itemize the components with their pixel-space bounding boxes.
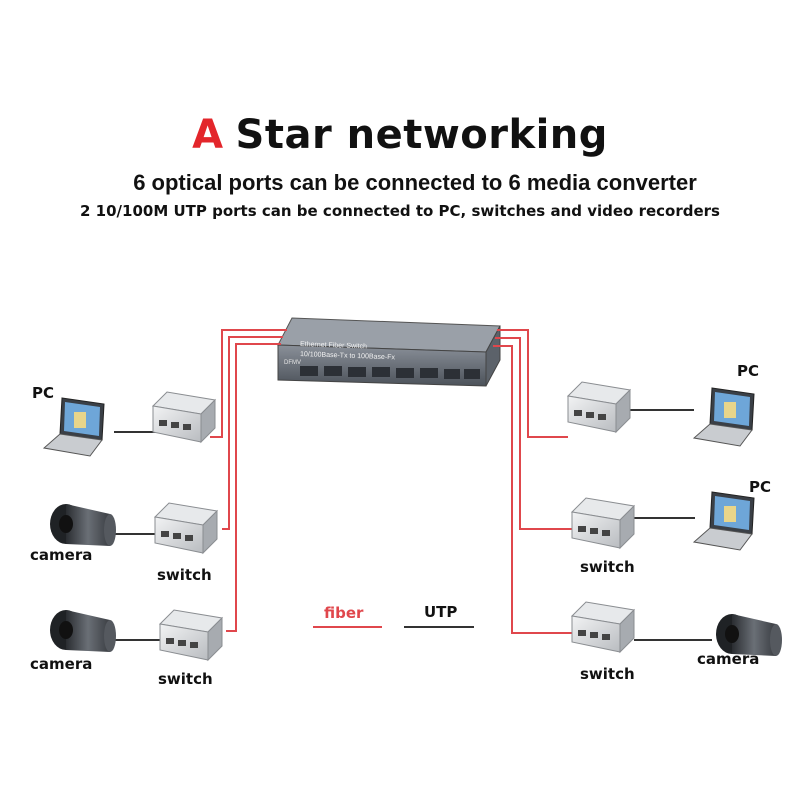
camera-label-left-1: camera xyxy=(30,546,93,564)
laptop-icon xyxy=(693,491,755,551)
title-text: Star networking xyxy=(235,112,608,158)
pc-label-right-1: PC xyxy=(737,362,760,380)
device-label-3: DFMV xyxy=(284,360,301,366)
fiber-switch-icon xyxy=(277,317,501,387)
media-converter-icon xyxy=(567,381,631,433)
media-converter-icon xyxy=(571,601,635,653)
device-label-1: Ethernet Fiber Switch xyxy=(300,341,367,350)
camera-label-right: camera xyxy=(697,650,760,668)
legend-utp-label: UTP xyxy=(424,603,458,621)
laptop-icon xyxy=(43,397,105,457)
subtitle-utp-ports: 2 10/100M UTP ports can be connected to … xyxy=(80,202,720,220)
device-label-2: 10/100Base-Tx to 100Base-Fx xyxy=(300,351,396,361)
media-converter-icon xyxy=(571,497,635,549)
camera-icon xyxy=(50,610,116,652)
pc-label-left: PC xyxy=(32,384,55,402)
title-accent: A xyxy=(192,112,224,158)
legend-fiber-label: fiber xyxy=(324,604,364,622)
subtitle-optical-ports: 6 optical ports can be connected to 6 me… xyxy=(133,170,697,195)
media-converter-icon xyxy=(159,609,223,661)
media-converter-icon xyxy=(154,502,218,554)
media-converter-icon xyxy=(152,391,216,443)
camera-label-left-2: camera xyxy=(30,655,93,673)
switch-label-right-1: switch xyxy=(580,558,635,576)
switch-label-left-2: switch xyxy=(158,670,213,688)
camera-icon xyxy=(50,504,116,546)
pc-label-right-2: PC xyxy=(749,478,772,496)
laptop-icon xyxy=(693,387,755,447)
switch-label-right-2: switch xyxy=(580,665,635,683)
utp-links xyxy=(112,409,712,641)
fiber-links xyxy=(210,329,574,634)
switch-label-left-1: switch xyxy=(157,566,212,584)
